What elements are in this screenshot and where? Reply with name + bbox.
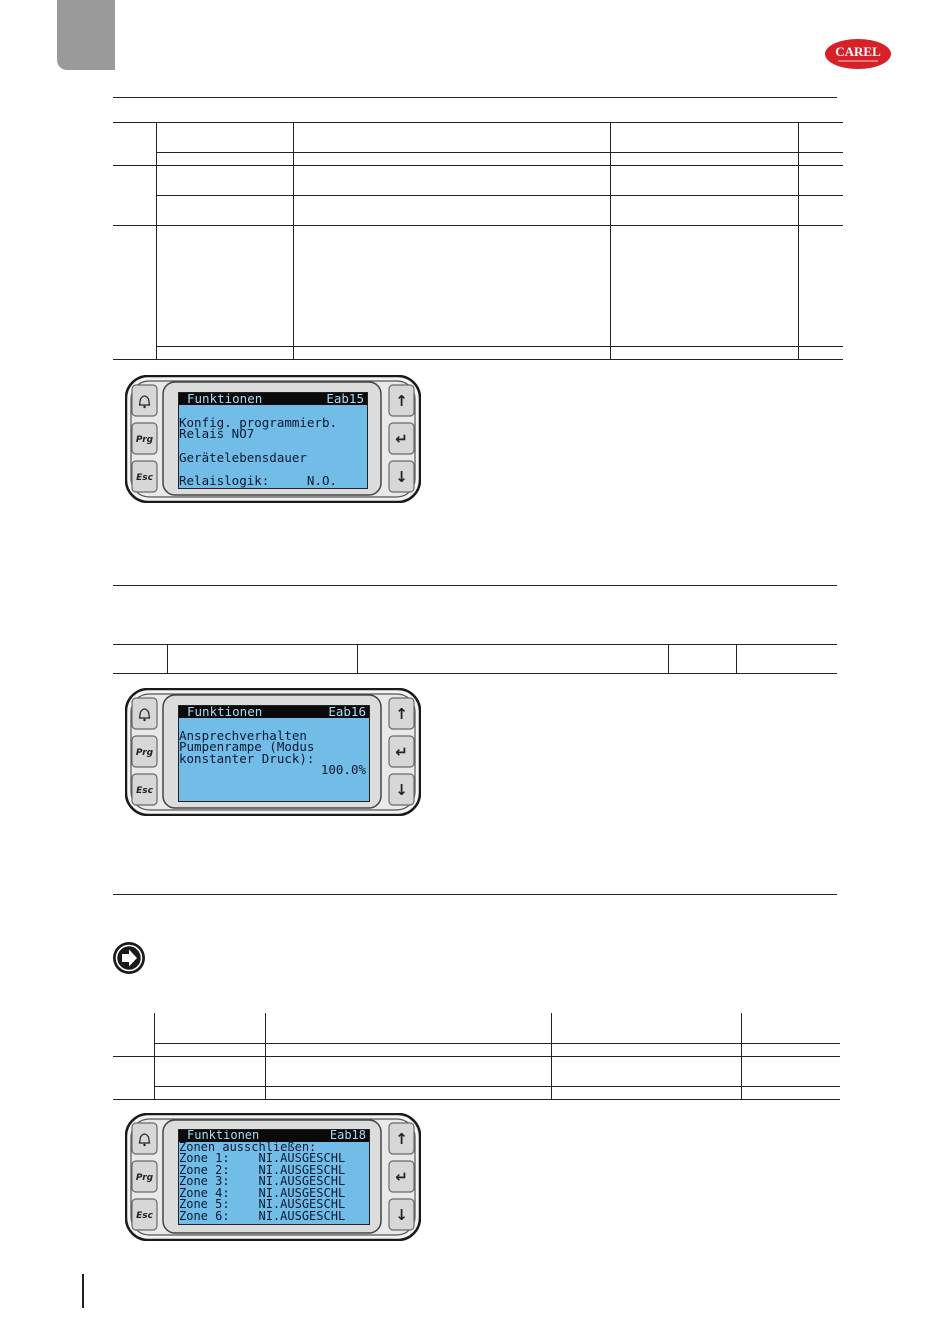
- up-arrow-icon: ↑: [395, 1130, 408, 1148]
- prg-button-label: Prg: [136, 435, 154, 445]
- bell-icon: [138, 1133, 151, 1147]
- screen-title: Funktionen: [187, 1129, 260, 1142]
- prg-button[interactable]: Prg: [131, 1160, 158, 1193]
- down-button[interactable]: ↓: [388, 1198, 415, 1231]
- screen-code: Eab18: [329, 1129, 366, 1142]
- alarm-button[interactable]: [131, 1122, 158, 1155]
- down-arrow-icon: ↓: [395, 781, 408, 799]
- lcd-line: Gerätelebensdauer: [179, 449, 307, 465]
- down-button[interactable]: ↓: [388, 773, 415, 806]
- lcd-header: Funktionen Eab16: [179, 706, 369, 718]
- lcd-screen-eab16: Funktionen Eab16 Ansprechverhalten Pumpe…: [178, 705, 370, 802]
- up-arrow-icon: ↑: [395, 705, 408, 723]
- zone-line[interactable]: Zone 5: NI.AUSGESCHL: [179, 1197, 346, 1211]
- prg-button[interactable]: Prg: [131, 735, 158, 768]
- esc-button-label: Esc: [136, 473, 154, 483]
- prg-button-label: Prg: [136, 748, 154, 758]
- lcd-screen-eab15: Funktionen Eab15 Konfig. programmierb. R…: [178, 392, 368, 489]
- section-rule: [113, 585, 837, 586]
- zone-line[interactable]: Zone 2: NI.AUSGESCHL: [179, 1162, 346, 1177]
- section-tab: [57, 0, 115, 70]
- up-button[interactable]: ↑: [388, 384, 415, 417]
- enter-icon: ↵: [395, 430, 408, 448]
- screen-title: Funktionen: [187, 705, 263, 719]
- lcd-line: konstanter Druck):: [179, 750, 315, 766]
- section-rule: [113, 97, 837, 98]
- screen-code: Eab16: [328, 705, 366, 719]
- zone-line[interactable]: Zone 3: NI.AUSGESCHL: [179, 1174, 346, 1188]
- prg-button[interactable]: Prg: [131, 422, 158, 455]
- arrow-right-circle-icon: [113, 942, 145, 974]
- down-arrow-icon: ↓: [395, 468, 408, 486]
- lcd-line: Konfig. programmierb.: [179, 414, 338, 430]
- screen-title: Funktionen: [187, 392, 263, 406]
- section-rule: [113, 894, 837, 895]
- down-button[interactable]: ↓: [388, 460, 415, 493]
- lcd-line: Relais NO7: [179, 426, 255, 441]
- alarm-button[interactable]: [131, 697, 158, 730]
- esc-button[interactable]: Esc: [131, 1198, 158, 1231]
- up-arrow-icon: ↑: [395, 392, 408, 410]
- enter-icon: ↵: [395, 743, 408, 761]
- lcd-screen-eab18: Funktionen Eab18 Zonen ausschließen: Zon…: [178, 1129, 370, 1225]
- enter-button[interactable]: ↵: [388, 422, 415, 455]
- lcd-line: Zonen ausschließen:: [179, 1139, 317, 1154]
- zone-line[interactable]: Zone 6: NI.AUSGESCHL: [179, 1208, 346, 1223]
- lcd-value[interactable]: 100.0%: [320, 762, 366, 777]
- bell-icon: [138, 708, 151, 722]
- relay-logic-line[interactable]: Relaislogik: N.O.: [179, 473, 338, 488]
- lcd-line: Pumpenrampe (Modus: [179, 739, 315, 754]
- esc-button[interactable]: Esc: [131, 460, 158, 493]
- bell-icon: [138, 395, 151, 409]
- screen-code: Eab15: [326, 392, 364, 406]
- esc-button-label: Esc: [136, 786, 154, 796]
- carel-logo: CAREL: [825, 39, 891, 69]
- enter-icon: ↵: [395, 1168, 408, 1186]
- lcd-header: Funktionen Eab18: [179, 1130, 369, 1142]
- logo-text: CAREL: [835, 44, 881, 59]
- zone-line[interactable]: Zone 4: NI.AUSGESCHL: [179, 1185, 346, 1200]
- enter-button[interactable]: ↵: [388, 1160, 415, 1193]
- esc-button[interactable]: Esc: [131, 773, 158, 806]
- prg-button-label: Prg: [136, 1173, 154, 1183]
- esc-button-label: Esc: [136, 1211, 154, 1221]
- alarm-button[interactable]: [131, 384, 158, 417]
- enter-button[interactable]: ↵: [388, 735, 415, 768]
- down-arrow-icon: ↓: [395, 1206, 408, 1224]
- up-button[interactable]: ↑: [388, 1122, 415, 1155]
- zone-line[interactable]: Zone 1: NI.AUSGESCHL: [179, 1151, 346, 1165]
- lcd-header: Funktionen Eab15: [179, 393, 367, 405]
- up-button[interactable]: ↑: [388, 697, 415, 730]
- page-footer-marker: [82, 1274, 84, 1308]
- lcd-line: Ansprechverhalten: [179, 727, 307, 743]
